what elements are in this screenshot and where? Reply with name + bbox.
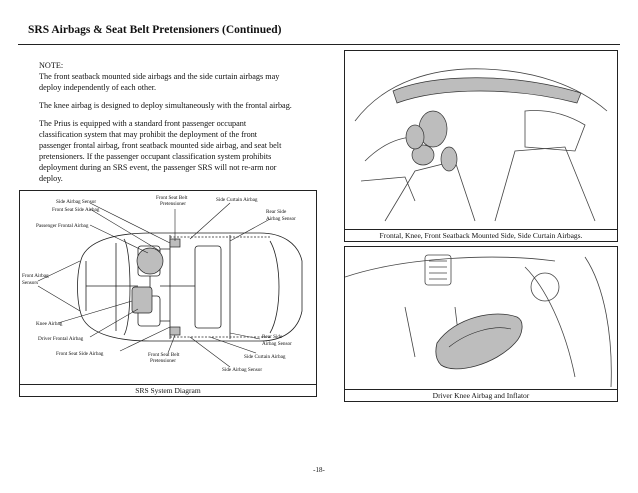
note-p1-line1: The front seatback mounted side airbags …	[39, 72, 280, 81]
label-rear-side-airbag-sensor: Rear Side	[266, 209, 287, 215]
title-rule	[18, 44, 620, 45]
label-front-seat-side-airbag: Front Seat Side Airbag	[56, 351, 104, 357]
label-rear-side-airbag-sensor: Airbag Sensor	[262, 341, 292, 347]
srs-diagram-caption: SRS System Diagram	[20, 384, 316, 396]
label-side-curtain-airbag: Side Curtain Airbag	[216, 197, 258, 203]
label-front-seat-belt-pretensioner: Front Seat Belt	[156, 195, 188, 201]
label-driver-frontal-airbag: Driver Frontal Airbag	[38, 336, 84, 342]
page-title: SRS Airbags & Seat Belt Pretensioners (C…	[28, 24, 282, 36]
label-front-airbag-sensors: Sensors	[22, 280, 39, 286]
label-passenger-frontal-airbag: Passenger Frontal Airbag	[36, 223, 89, 229]
note-p3-line: passenger frontal airbag, front seatback…	[39, 141, 282, 150]
note-p3-line: classification system that may prohibit …	[39, 130, 258, 139]
knee-airbag-photo	[345, 254, 612, 388]
note-p3-line: pretensioners. If the passenger occupant…	[39, 152, 272, 161]
label-front-seat-side-airbag: Front Seat Side Airbag	[52, 207, 100, 213]
note-p3-line: The Prius is equipped with a standard fr…	[39, 119, 247, 128]
label-front-seat-belt-pretensioner: Front Seat Belt	[148, 352, 180, 358]
note-p2: The knee airbag is designed to deploy si…	[39, 101, 292, 110]
srs-diagram-box: Side Airbag Sensor Front Seat Side Airba…	[19, 190, 317, 397]
label-side-curtain-airbag: Side Curtain Airbag	[244, 354, 286, 360]
airbags-photo-box: Frontal, Knee, Front Seatback Mounted Si…	[344, 50, 618, 242]
knee-airbag-photo-box: Driver Knee Airbag and Inflator	[344, 246, 618, 402]
airbags-photo	[354, 68, 608, 222]
label-rear-side-airbag-sensor: Airbag Sensor	[266, 216, 296, 222]
knee-airbag-photo-caption: Driver Knee Airbag and Inflator	[345, 389, 617, 401]
note-p1-line2: deploy independently of each other.	[39, 83, 157, 92]
note-p3-line: deploy.	[39, 174, 63, 183]
label-knee-airbag: Knee Airbag	[36, 321, 63, 327]
label-side-airbag-sensor: Side Airbag Sensor	[222, 367, 263, 373]
note-p3-line: deployment during an SRS event, the pass…	[39, 163, 277, 172]
note-heading: NOTE:	[39, 61, 64, 70]
label-side-airbag-sensor: Side Airbag Sensor	[56, 199, 97, 205]
page-number: -18-	[313, 466, 325, 474]
label-front-seat-belt-pretensioner: Pretensioner	[150, 358, 176, 364]
label-front-seat-belt-pretensioner: Pretensioner	[160, 201, 186, 207]
label-front-airbag-sensors: Front Airbag	[22, 273, 49, 279]
label-rear-side-airbag-sensor: Rear Side	[262, 334, 283, 340]
car-topview-diagram	[37, 202, 303, 368]
airbags-photo-caption: Frontal, Knee, Front Seatback Mounted Si…	[345, 229, 617, 241]
